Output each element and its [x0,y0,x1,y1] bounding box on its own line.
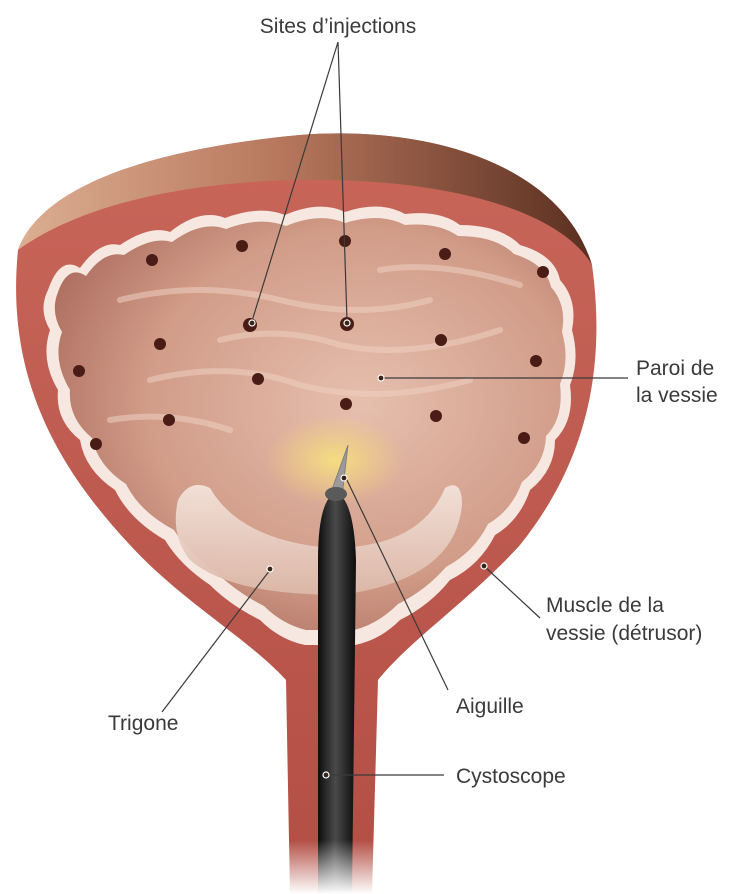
detrusor-pin [481,563,487,569]
scope-tip [325,487,347,501]
injection-site [154,338,166,350]
label-cystoscope: Cystoscope [456,765,566,788]
injection-site [146,254,158,266]
injection-site-pin [344,320,350,326]
injection-site [340,398,352,410]
label-bladder-wall-1: Paroi de [636,357,714,380]
injection-site [73,365,85,377]
cystoscope [318,492,356,894]
injection-site [530,355,542,367]
injection-site [537,266,549,278]
injection-site [90,438,102,450]
label-trigone: Trigone [108,712,178,735]
injection-site [439,248,451,260]
cystoscope-pin [323,772,329,778]
injection-site [435,334,447,346]
injection-site [252,373,264,385]
label-bladder-wall-2: la vessie [636,384,718,407]
label-needle: Aiguille [456,695,524,718]
label-injection-sites: Sites d’injections [260,15,416,38]
injection-site [236,240,248,252]
trigone-pin [267,566,273,572]
injection-site [430,410,442,422]
bottom-fade [270,840,390,894]
injection-site [163,414,175,426]
injection-site [518,432,530,444]
injection-site-pin [249,320,255,326]
bladder-wall-pin [378,375,384,381]
needle-pin [341,475,347,481]
label-detrusor-2: vessie (détrusor) [546,622,702,645]
label-detrusor-1: Muscle de la [546,594,664,617]
